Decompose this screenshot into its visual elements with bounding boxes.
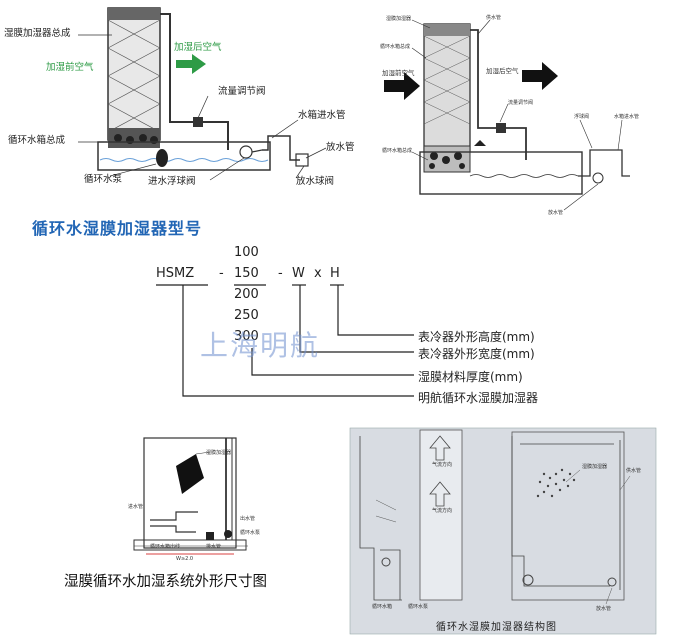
br-label-pump: 循环水泵 [408,604,429,610]
label-drain-pipe: 放水管 [326,142,355,153]
tr-label-dry-air: 加湿前空气 [382,69,415,77]
model-height-symbol: H [330,266,340,281]
tr-label-float: 浮球阀 [574,114,590,120]
label-pump: 循环水泵 [84,174,123,185]
label-float-valve: 进水浮球阀 [148,176,196,187]
tr-label-cycle: 循环水箱总成 [382,148,413,154]
bl-label-membrane: 湿膜加湿器 [206,450,232,456]
bl-label-inlet: 进水管 [128,504,144,510]
br-label-tank: 循环水箱 [372,604,393,610]
model-dash-1: - [219,266,224,281]
bl-label-bottom2: 排水管 [206,544,222,550]
bl-label-bottom1: 循环水箱出线 [150,544,181,550]
bl-label-pump: 循环水泵 [240,530,261,536]
br-label-drain: 放水管 [596,606,612,612]
tr-label-humid-element: 湿膜加湿器 [386,16,412,22]
tr-label-tank-inlet: 水箱进水管 [614,114,640,120]
thickness-option: 300 [234,329,259,344]
tr-label-flow-valve: 流量调节阀 [508,100,534,106]
br-label-airflow: 气流方向 [432,462,453,468]
bottom-left-caption: 湿膜循环水加湿系统外形尺寸图 [64,574,267,590]
label-product-name: 明航循环水湿膜加湿器 [418,391,539,405]
tr-label-tank-assembly: 循环水箱总成 [380,44,411,50]
label-cooler-height: 表冷器外形高度(mm) [418,330,535,344]
label-flow-valve: 流量调节阀 [218,86,266,97]
label-tank-inlet: 水箱进水管 [298,110,346,121]
label-membrane-thickness: 湿膜材料厚度(mm) [418,370,523,384]
label-dry-air: 加湿前空气 [46,62,94,73]
model-prefix: HSMZ [156,266,195,281]
thickness-option: 150 [234,266,259,281]
label-membrane-assembly: 湿膜加湿器总成 [4,28,71,39]
model-dash-2: - [278,266,283,281]
thickness-option: 200 [234,287,259,302]
model-title: 循环水湿膜加湿器型号 [32,219,203,238]
label-drain-valve: 放水球阀 [296,176,335,187]
br-label-airdir: 气流方向 [432,508,453,514]
model-width-symbol: W [292,266,305,281]
tr-label-water-pipe: 供水管 [486,15,502,21]
bl-label-dimension: W≥2.0 [176,556,194,562]
thickness-option: 100 [234,245,259,260]
label-tank-assembly: 循环水箱总成 [8,135,66,146]
bottom-right-caption: 循环水湿膜加湿器结构图 [436,622,557,633]
thickness-option: 250 [234,308,259,323]
tr-label-drain: 放水管 [548,210,564,216]
br-label-membrane: 湿膜加湿器 [582,464,608,470]
tr-label-humid-air: 加湿后空气 [486,67,519,75]
label-humid-air: 加湿后空气 [174,42,222,53]
watermark: 上海明航 [200,329,321,362]
model-times: x [314,266,322,281]
bl-label-outlet: 出水管 [240,516,256,522]
label-cooler-width: 表冷器外形宽度(mm) [418,347,535,361]
br-label-pipe: 供水管 [626,468,642,474]
